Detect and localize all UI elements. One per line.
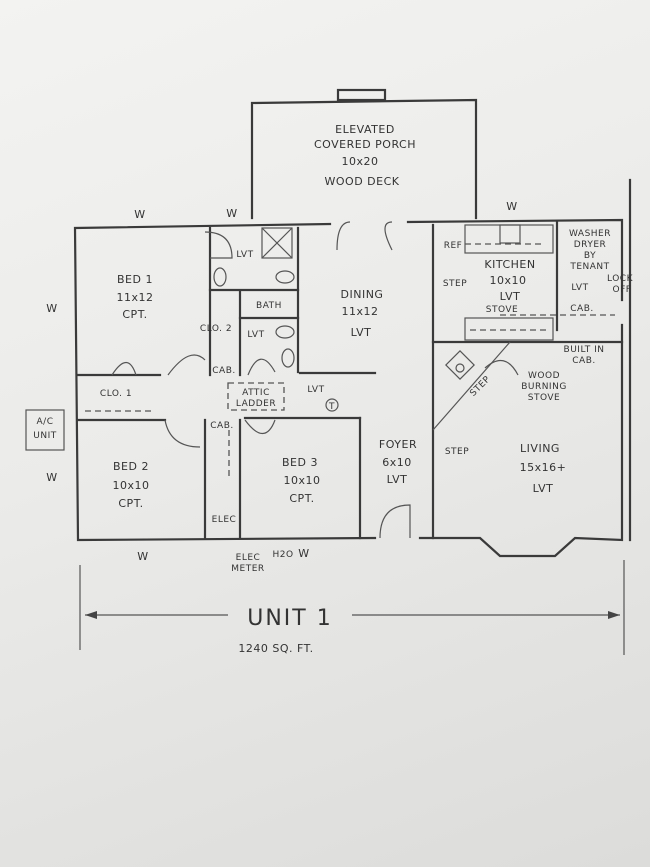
toilet — [275, 270, 295, 284]
window-mark: W — [226, 207, 237, 220]
bed1-label: 11x12 — [116, 291, 153, 304]
exterior-walls — [73, 178, 632, 558]
cab-label: CAB. — [570, 304, 593, 314]
ac-unit-box — [25, 409, 65, 451]
laundry-label: WASHER — [569, 229, 611, 239]
shower — [261, 227, 293, 259]
step-label: STEP — [445, 447, 469, 457]
bed1-label: BED 1 — [117, 273, 153, 286]
sink — [213, 267, 227, 287]
elec-meter-label: METER — [231, 564, 264, 574]
bath-label: BATH — [256, 301, 282, 311]
kitchen-label: KITCHEN — [484, 258, 535, 271]
porch — [250, 88, 478, 220]
window-mark: W — [46, 302, 57, 315]
lvt-label: LVT — [247, 330, 264, 340]
porch-label: ELEVATED — [335, 123, 395, 136]
lvt-label: LVT — [236, 250, 253, 260]
window-mark: W — [137, 550, 148, 563]
wood-stove-label: WOOD — [528, 371, 560, 381]
thermostat — [325, 398, 339, 412]
living-label: LVT — [533, 482, 554, 495]
kitchen-label: LVT — [500, 290, 521, 303]
foyer-label: FOYER — [379, 438, 417, 451]
interior-walls — [25, 220, 624, 540]
lock-off-label: LOCK — [607, 274, 634, 284]
bed2-label: 10x10 — [112, 479, 149, 492]
elec-meter-label: ELEC — [236, 553, 261, 563]
window-mark: W — [134, 208, 145, 221]
bed1-label: CPT. — [122, 308, 147, 321]
elec-panel-label: ELEC — [212, 515, 237, 525]
built-in-cab-label: BUILT IN — [564, 345, 605, 355]
sink — [281, 348, 295, 368]
annotations: LVT BATH LVT LVT CLO. 2 CLO. 1 CAB. CAB.… — [33, 241, 633, 574]
porch-label: WOOD DECK — [325, 175, 400, 188]
bed2-label: BED 2 — [113, 460, 149, 473]
attic-ladder-label: LADDER — [236, 399, 276, 409]
wood-stove-label: BURNING — [521, 382, 567, 392]
ac-unit-label: UNIT — [33, 431, 56, 441]
lvt-label: LVT — [571, 283, 588, 293]
window-marks: W W W W W W W — [46, 200, 517, 563]
built-in-cab-label: CAB. — [572, 356, 595, 366]
closet-2-label: CLO. 2 — [200, 324, 232, 334]
room-labels: ELEVATED COVERED PORCH 10x20 WOOD DECK B… — [112, 123, 611, 510]
laundry-label: DRYER — [574, 240, 607, 250]
attic-ladder-label: ATTIC — [242, 388, 270, 398]
toilet — [275, 325, 295, 339]
cab-label: CAB. — [212, 366, 235, 376]
bed3-label: 10x10 — [283, 474, 320, 487]
step-label: STEP — [443, 279, 467, 289]
dining-label: LVT — [351, 326, 372, 339]
porch-label: COVERED PORCH — [314, 138, 416, 151]
bed3-label: BED 3 — [282, 456, 318, 469]
foyer-label: 6x10 — [382, 456, 412, 469]
bed3-label: CPT. — [289, 492, 314, 505]
laundry-label: TENANT — [569, 262, 609, 272]
unit-title: UNIT 1 — [247, 606, 332, 631]
lvt-label: LVT — [307, 385, 324, 395]
window-mark: W — [506, 200, 517, 213]
bed2-label: CPT. — [118, 497, 143, 510]
step-label: STEP — [468, 374, 492, 398]
wood-stove-label: STOVE — [528, 393, 560, 403]
laundry-label: BY — [584, 251, 596, 261]
living-label: LIVING — [520, 442, 560, 455]
cab-label: CAB. — [210, 421, 233, 431]
dining-label: 11x12 — [341, 305, 378, 318]
dining-label: DINING — [341, 288, 384, 301]
window-mark: W — [46, 471, 57, 484]
stove-label: STOVE — [486, 305, 518, 315]
dimension-line — [79, 560, 625, 655]
kitchen-label: 10x10 — [489, 274, 526, 287]
lock-off-label: OFF — [613, 285, 632, 295]
closet-1-label: CLO. 1 — [100, 389, 132, 399]
ac-unit-label: A/C — [37, 417, 54, 427]
unit-area: 1240 SQ. FT. — [238, 642, 313, 655]
ref-label: REF — [444, 241, 463, 251]
foyer-label: LVT — [387, 473, 408, 486]
window-mark: W — [298, 547, 309, 560]
water-label: H2O — [272, 550, 293, 560]
living-label: 15x16+ — [520, 461, 567, 474]
thermostat-label: T — [328, 402, 335, 412]
porch-label: 10x20 — [341, 155, 378, 168]
